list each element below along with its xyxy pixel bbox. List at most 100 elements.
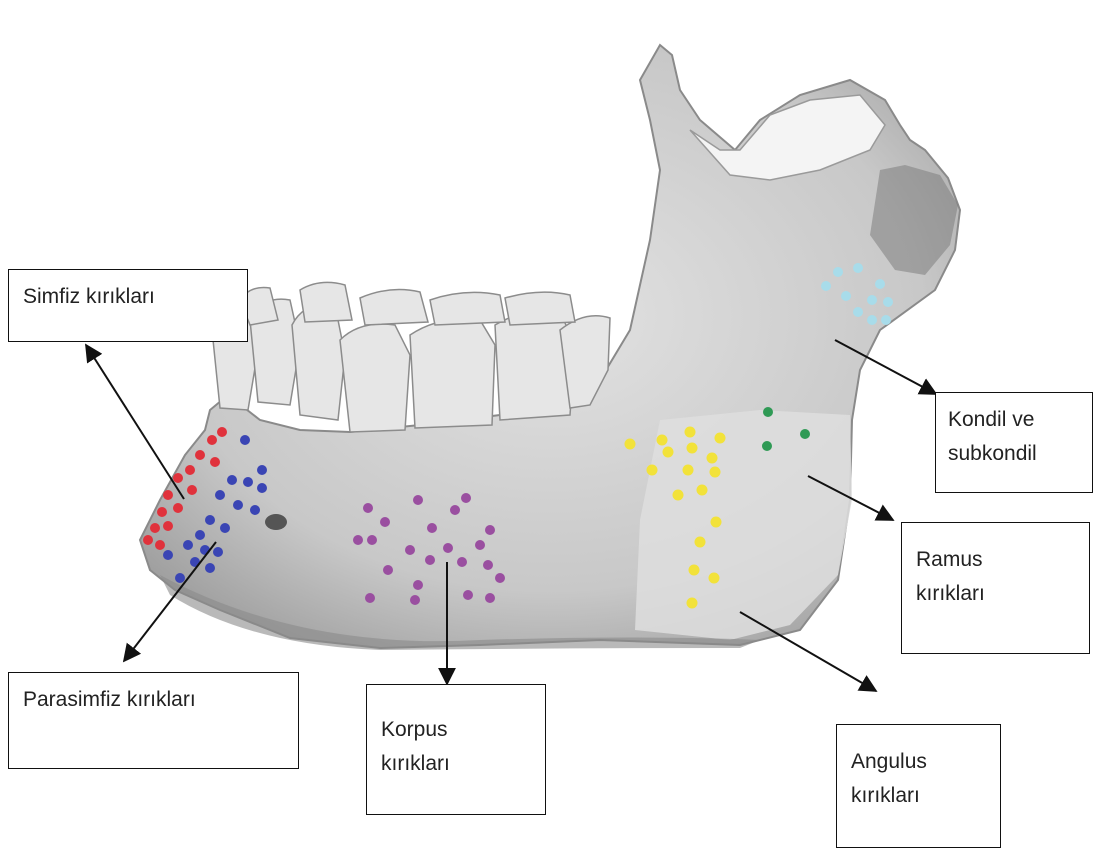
fracture-dot bbox=[821, 281, 831, 291]
simfiz-label: Simfiz kırıkları bbox=[8, 269, 248, 342]
angulus-label-line2: kırıkları bbox=[851, 779, 986, 813]
fracture-dot bbox=[195, 450, 205, 460]
fracture-dot bbox=[711, 517, 722, 528]
fracture-dot bbox=[695, 537, 706, 548]
fracture-dot bbox=[195, 530, 205, 540]
fracture-dot bbox=[157, 507, 167, 517]
fracture-dot bbox=[841, 291, 851, 301]
fracture-dot bbox=[710, 467, 721, 478]
fracture-dot bbox=[363, 503, 373, 513]
fracture-dot bbox=[763, 407, 773, 417]
fracture-dot bbox=[867, 315, 877, 325]
fracture-dot bbox=[683, 465, 694, 476]
fracture-dot bbox=[875, 279, 885, 289]
fracture-dot bbox=[367, 535, 377, 545]
fracture-dot bbox=[685, 427, 696, 438]
fracture-dot bbox=[227, 475, 237, 485]
fracture-dot bbox=[353, 535, 363, 545]
ramus-label-line2: kırıkları bbox=[916, 577, 1075, 611]
kondil-label-line1: Kondil ve bbox=[948, 403, 1078, 437]
fracture-dot bbox=[485, 525, 495, 535]
fracture-dot bbox=[150, 523, 160, 533]
fracture-dot bbox=[475, 540, 485, 550]
ramus-label-line1: Ramus bbox=[916, 543, 1075, 577]
fracture-dot bbox=[485, 593, 495, 603]
korpus-label-line2: kırıkları bbox=[381, 747, 531, 781]
fracture-dot bbox=[210, 457, 220, 467]
fracture-dot bbox=[187, 485, 197, 495]
fracture-dot bbox=[687, 443, 698, 454]
fracture-dot bbox=[461, 493, 471, 503]
fracture-dot bbox=[257, 465, 267, 475]
fracture-dot bbox=[380, 517, 390, 527]
fracture-dot bbox=[405, 545, 415, 555]
simfiz-label-text: Simfiz kırıkları bbox=[23, 280, 233, 314]
angulus-arrow bbox=[740, 612, 876, 691]
fracture-dot bbox=[173, 473, 183, 483]
fracture-dot bbox=[853, 263, 863, 273]
fracture-dot bbox=[800, 429, 810, 439]
fracture-dot bbox=[883, 297, 893, 307]
simfiz-arrow bbox=[86, 345, 184, 499]
fracture-dot bbox=[243, 477, 253, 487]
fracture-dot bbox=[687, 598, 698, 609]
fracture-dot bbox=[365, 593, 375, 603]
fracture-dot bbox=[457, 557, 467, 567]
fracture-dot bbox=[205, 563, 215, 573]
teeth bbox=[212, 282, 610, 432]
fracture-dot bbox=[163, 550, 173, 560]
korpus-label-line1: Korpus bbox=[381, 713, 531, 747]
fracture-dot bbox=[443, 543, 453, 553]
fracture-dot bbox=[463, 590, 473, 600]
fracture-dot bbox=[762, 441, 772, 451]
fracture-dot bbox=[673, 490, 684, 501]
parasimfiz-label-text: Parasimfiz kırıkları bbox=[23, 683, 284, 717]
fracture-dot bbox=[183, 540, 193, 550]
fracture-dot bbox=[220, 523, 230, 533]
fracture-dot bbox=[410, 595, 420, 605]
fracture-dot bbox=[215, 490, 225, 500]
fracture-dot bbox=[413, 580, 423, 590]
angulus-label-line1: Angulus bbox=[851, 745, 986, 779]
mental-foramen bbox=[265, 514, 287, 530]
fracture-dot bbox=[625, 439, 636, 450]
fracture-dot bbox=[697, 485, 708, 496]
fracture-dot bbox=[383, 565, 393, 575]
fracture-dot bbox=[663, 447, 674, 458]
fracture-dot bbox=[163, 490, 173, 500]
fracture-dot bbox=[155, 540, 165, 550]
fracture-dot bbox=[657, 435, 668, 446]
fracture-dot bbox=[707, 453, 718, 464]
fracture-dot bbox=[250, 505, 260, 515]
kondil-label: Kondil ve subkondil bbox=[935, 392, 1093, 493]
fracture-dot bbox=[689, 565, 700, 576]
fracture-dot bbox=[175, 573, 185, 583]
korpus-label: Korpus kırıkları bbox=[366, 684, 546, 815]
fracture-dot bbox=[240, 435, 250, 445]
fracture-dot bbox=[233, 500, 243, 510]
fracture-dot bbox=[483, 560, 493, 570]
fracture-dot bbox=[413, 495, 423, 505]
fracture-dot bbox=[715, 433, 726, 444]
kondil-label-line2: subkondil bbox=[948, 437, 1078, 471]
fracture-dot bbox=[207, 435, 217, 445]
fracture-dot bbox=[163, 521, 173, 531]
fracture-dot bbox=[217, 427, 227, 437]
fracture-dot bbox=[257, 483, 267, 493]
fracture-dot bbox=[867, 295, 877, 305]
fracture-dot bbox=[143, 535, 153, 545]
fracture-dot bbox=[213, 547, 223, 557]
fracture-dot bbox=[427, 523, 437, 533]
fracture-dot bbox=[173, 503, 183, 513]
fracture-dot bbox=[450, 505, 460, 515]
fracture-dot bbox=[205, 515, 215, 525]
fracture-dot bbox=[185, 465, 195, 475]
fracture-dot bbox=[853, 307, 863, 317]
angulus-label: Angulus kırıkları bbox=[836, 724, 1001, 848]
fracture-dot bbox=[647, 465, 658, 476]
ramus-label: Ramus kırıkları bbox=[901, 522, 1090, 654]
fracture-dot bbox=[881, 315, 891, 325]
fracture-dot bbox=[709, 573, 720, 584]
fracture-dot bbox=[833, 267, 843, 277]
fracture-dot bbox=[425, 555, 435, 565]
